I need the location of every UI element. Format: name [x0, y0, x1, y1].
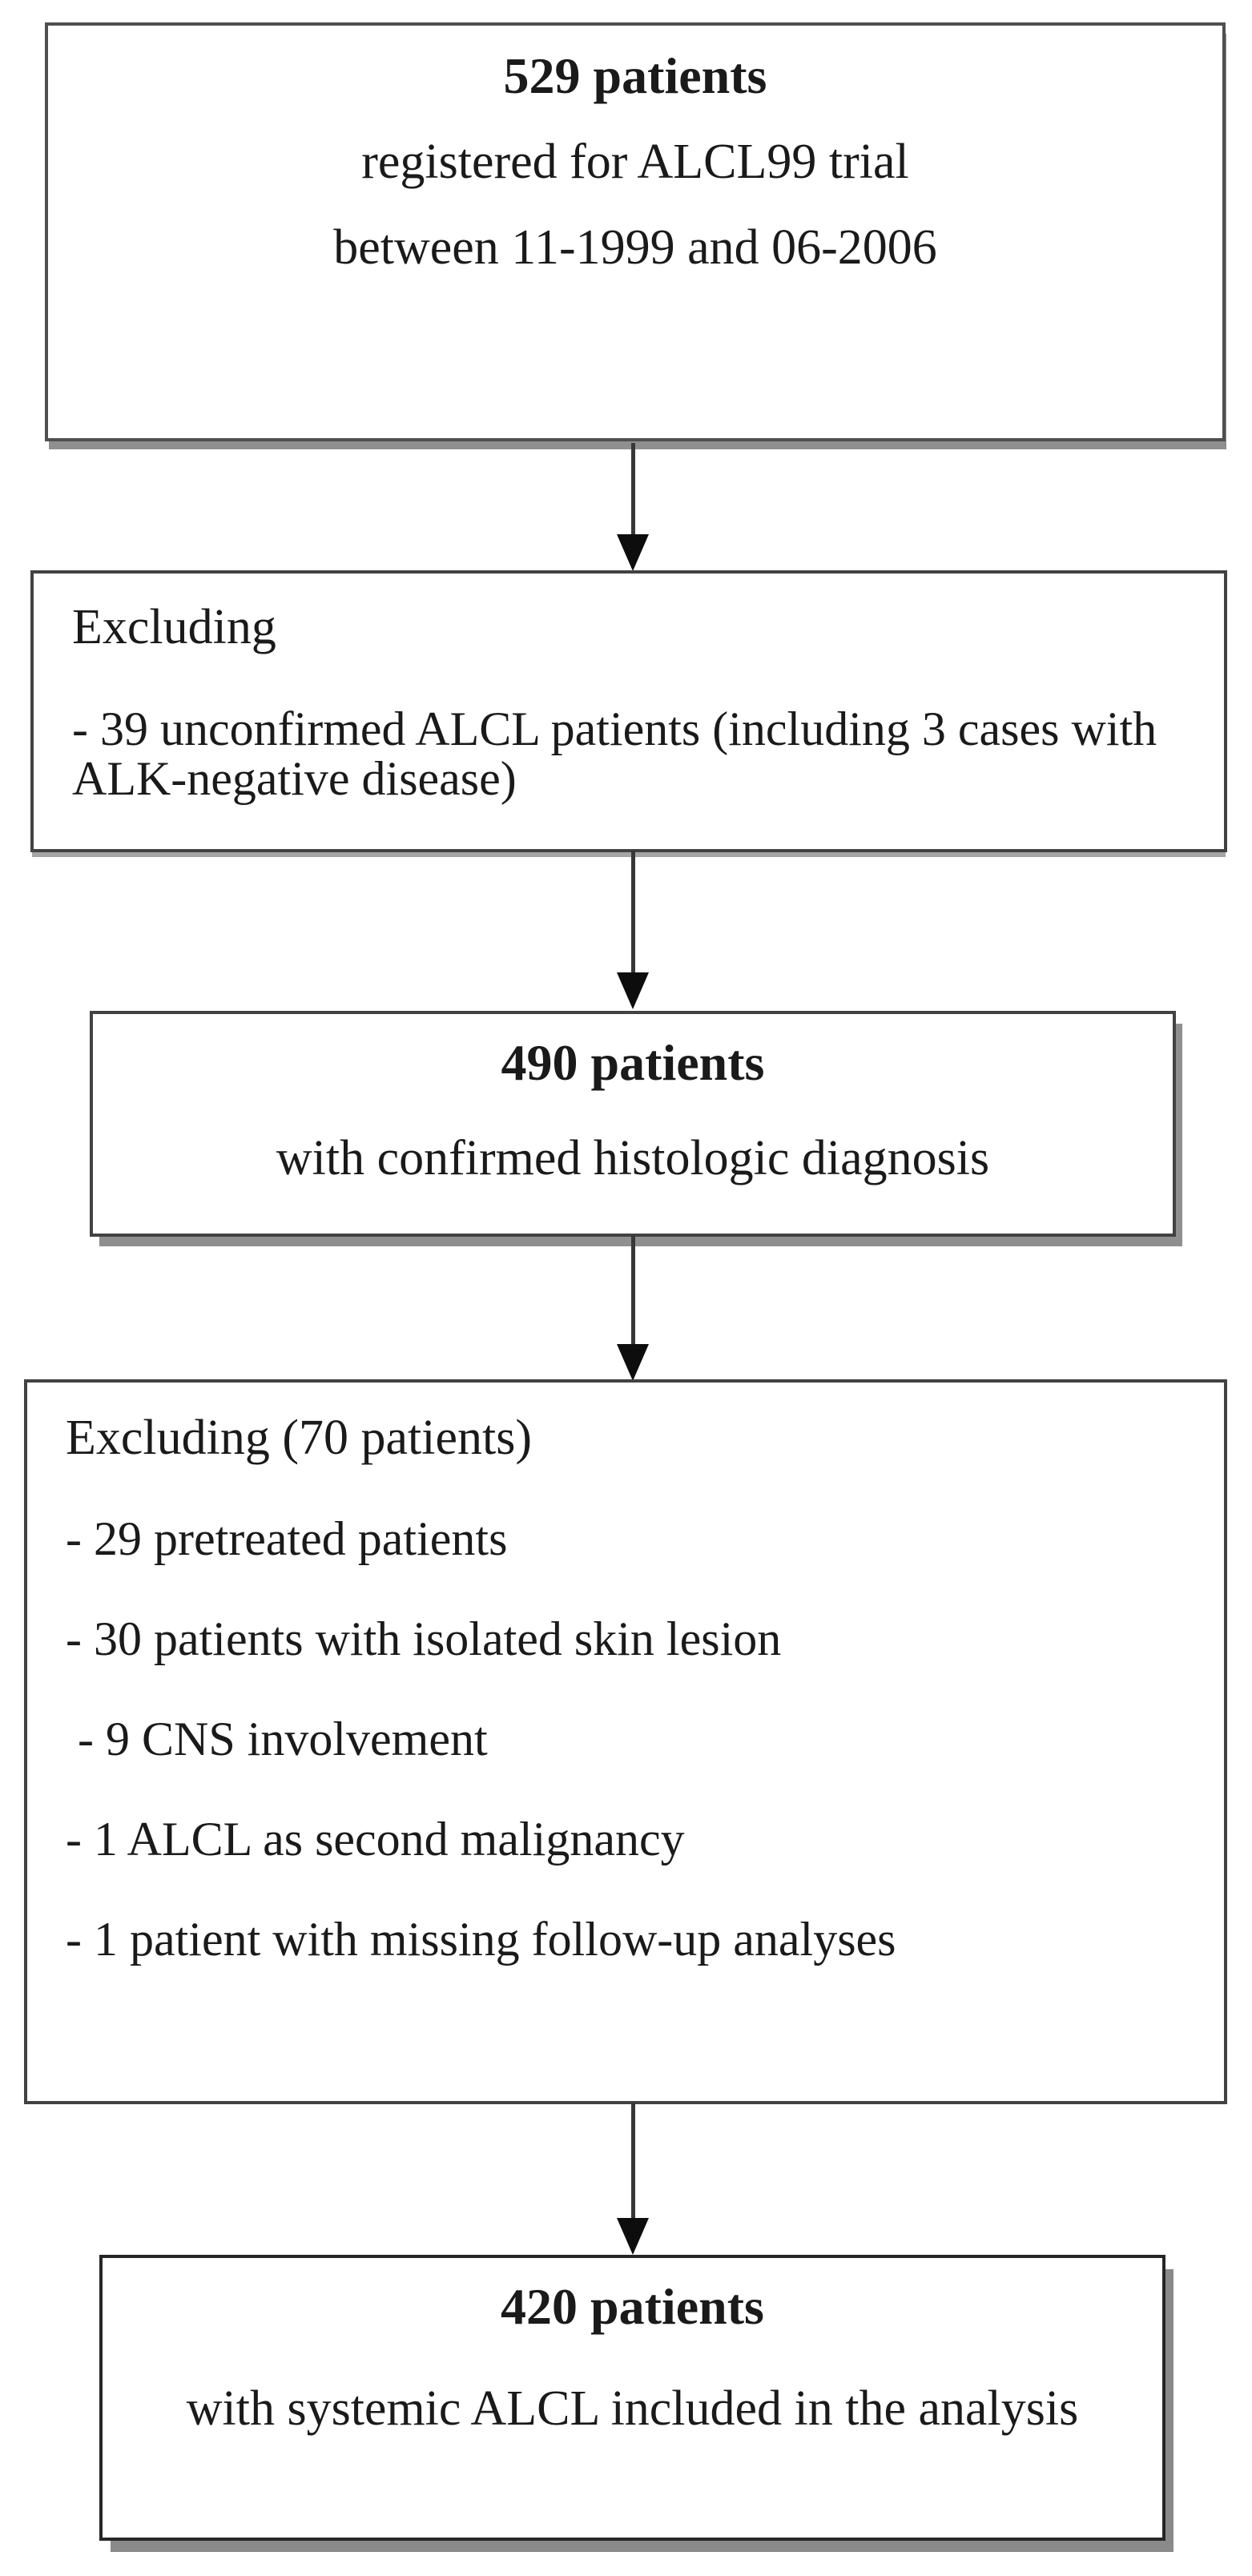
node-count: 529 patients	[503, 47, 767, 104]
arrow-stem	[630, 851, 635, 972]
arrowhead-down-icon	[617, 534, 649, 571]
arrowhead-down-icon	[617, 1344, 649, 1381]
exclusion-item: - 9 CNS involvement	[66, 1713, 488, 1765]
exclusion-item: - 1 patient with missing follow-up analy…	[66, 1913, 896, 1966]
exclusion-item: - 30 patients with isolated skin lesion	[66, 1612, 782, 1665]
flow-node-confirmed-diagnosis: 490 patients with confirmed histologic d…	[90, 1011, 1176, 1237]
node-line: with confirmed histologic diagnosis	[276, 1131, 990, 1185]
connector-arrow-4	[617, 2103, 649, 2255]
node-title: Excluding	[72, 600, 276, 654]
node-line: registered for ALCL99 trial	[361, 135, 909, 189]
flow-node-registered: 529 patients registered for ALCL99 trial…	[45, 22, 1226, 441]
flow-node-included-analysis: 420 patients with systemic ALCL included…	[99, 2255, 1165, 2541]
exclusion-item: - 29 pretreated patients	[66, 1512, 508, 1565]
node-count: 420 patients	[501, 2278, 764, 2335]
arrow-stem	[630, 443, 635, 534]
node-count: 490 patients	[501, 1034, 765, 1091]
arrowhead-down-icon	[617, 2218, 649, 2255]
flow-node-exclusion-unconfirmed: Excluding - 39 unconfirmed ALCL patients…	[30, 570, 1227, 852]
node-title: Excluding (70 patients)	[66, 1411, 532, 1465]
exclusion-item: - 1 ALCL as second malignancy	[66, 1813, 685, 1866]
connector-arrow-3	[617, 1235, 649, 1381]
connector-arrow-2	[617, 851, 649, 1009]
node-line: with systemic ALCL included in the analy…	[186, 2381, 1079, 2436]
arrow-stem	[630, 1235, 635, 1344]
node-line: between 11-1999 and 06-2006	[333, 220, 937, 275]
arrowhead-down-icon	[617, 972, 649, 1009]
flow-node-exclusion-70-patients: Excluding (70 patients) - 29 pretreated …	[24, 1379, 1227, 2104]
arrow-stem	[630, 2103, 635, 2218]
exclusion-item: - 39 unconfirmed ALCL patients (includin…	[72, 702, 1166, 805]
connector-arrow-1	[617, 443, 649, 571]
